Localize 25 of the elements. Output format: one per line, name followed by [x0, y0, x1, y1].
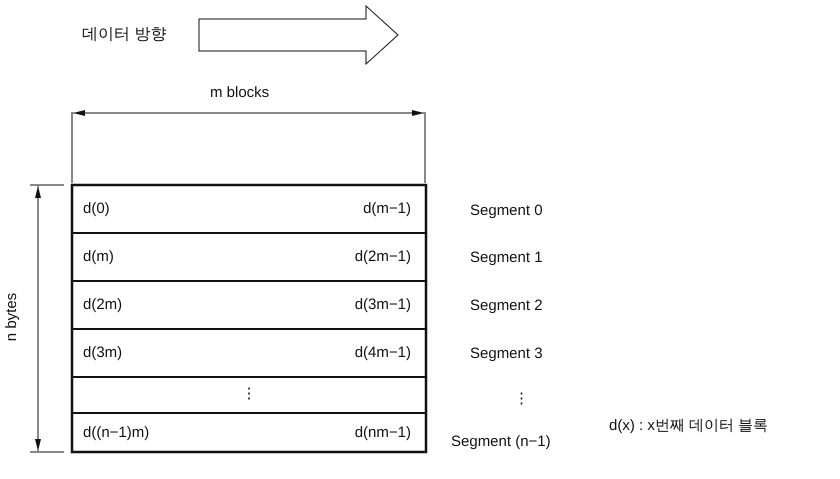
segment-label: Segment 3 [470, 345, 543, 363]
block-label: d(m−1) [363, 200, 411, 218]
segment-row [72, 377, 426, 413]
block-label: d(nm−1) [354, 424, 411, 442]
segment-label: Segment 0 [470, 202, 543, 220]
legend-note: d(x) : x번째 데이터 블록 [609, 417, 768, 435]
block-label: d(4m−1) [354, 344, 411, 362]
block-label: d(0) [83, 200, 110, 218]
block-label: d(3m−1) [354, 296, 411, 314]
block-label: d(2m) [83, 296, 122, 314]
ellipsis-mark: ⋮ [514, 390, 529, 408]
segment-row [72, 233, 426, 281]
dimension-label: m blocks [210, 84, 270, 102]
ellipsis-mark: ⋮ [240, 385, 258, 403]
block-label: d(m) [83, 248, 114, 266]
segment-label: Segment (n−1) [451, 433, 551, 451]
segment-label: Segment 1 [470, 249, 543, 267]
segment-row [72, 281, 426, 329]
segment-label: Segment 2 [470, 297, 543, 315]
segment-row [72, 329, 426, 377]
block-label: d(2m−1) [354, 248, 411, 266]
direction-label: 데이터 방향 [82, 26, 166, 44]
block-label: d(3m) [83, 344, 122, 362]
block-label: d((n−1)m) [83, 424, 150, 442]
dimension-label: n bytes [3, 292, 22, 342]
